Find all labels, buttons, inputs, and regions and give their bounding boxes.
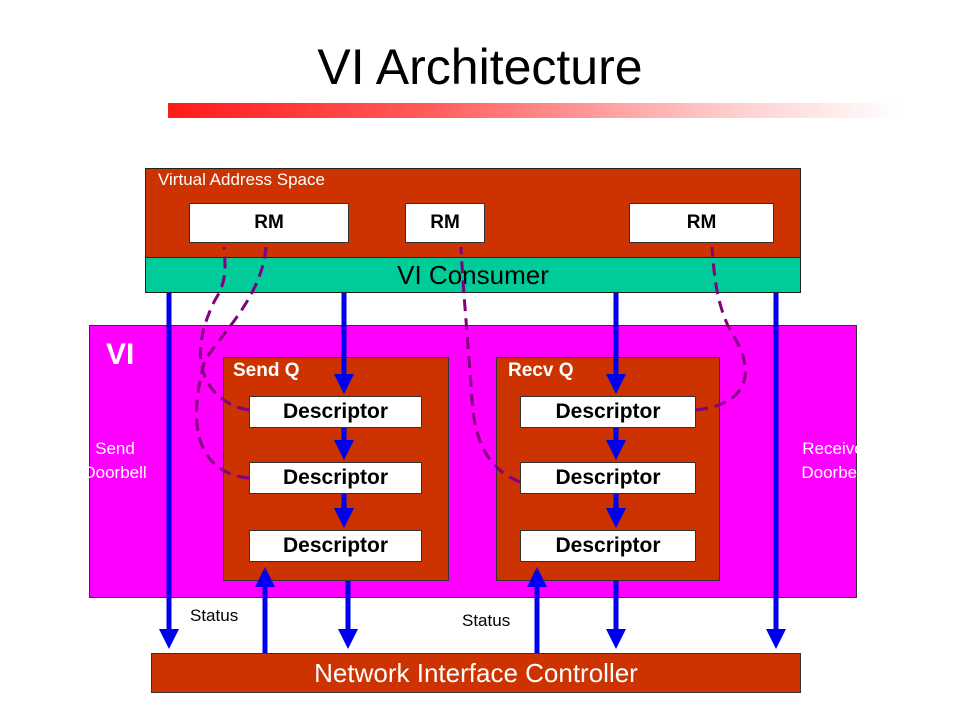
send-status-label: Status — [190, 606, 239, 625]
recv-descriptor-1-rm-link — [695, 246, 747, 412]
network-interface-controller: Network Interface Controller — [151, 653, 801, 693]
rm-region-2: RM — [405, 203, 485, 243]
recv-descriptor-2: Descriptor — [520, 462, 696, 494]
send-descriptor-2: Descriptor — [249, 462, 422, 494]
send-descriptor-1-rm-link — [199, 246, 250, 412]
vi-label: VI — [106, 338, 135, 371]
send-descriptor-3: Descriptor — [249, 530, 422, 562]
rm-region-1: RM — [189, 203, 349, 243]
title-underline-bar — [168, 103, 898, 118]
recv-status-label: Status — [462, 611, 511, 630]
recv-descriptor-2-rm-link — [459, 246, 521, 484]
recv-queue-label: Recv Q — [508, 360, 574, 381]
rm-region-3: RM — [629, 203, 774, 243]
recv-descriptor-3: Descriptor — [520, 530, 696, 562]
virtual-address-space-label: Virtual Address Space — [158, 170, 325, 189]
send-descriptor-2-rm-link — [195, 246, 268, 480]
send-descriptor-1: Descriptor — [249, 396, 422, 428]
vi-region — [89, 325, 857, 598]
recv-descriptor-1: Descriptor — [520, 396, 696, 428]
page-title: VI Architecture — [317, 39, 643, 95]
send-queue-label: Send Q — [233, 360, 300, 381]
